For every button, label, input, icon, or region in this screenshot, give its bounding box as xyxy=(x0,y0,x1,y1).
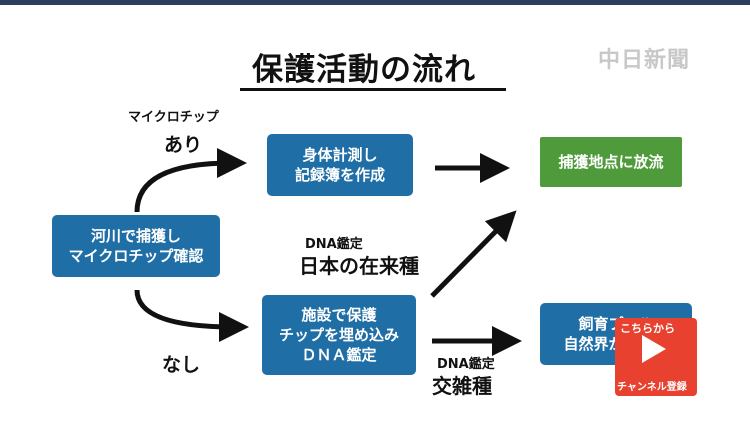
subscribe-button[interactable] xyxy=(615,318,697,396)
box-release-line1: 捕獲地点に放流 xyxy=(558,152,664,171)
box-capture: 河川で捕獲し マイクロチップ確認 xyxy=(52,215,220,277)
arrow-capture-to-measure xyxy=(134,148,247,213)
diagram-title: 保護活動の流れ xyxy=(252,52,476,88)
arrow-protect-to-release xyxy=(430,210,517,298)
label-dna-hybrid: DNA鑑定 xyxy=(437,357,495,372)
box-protect-line3: ＤＮＡ鑑定 xyxy=(301,346,377,365)
box-protect-line1: 施設で保護 xyxy=(301,305,377,324)
subscribe-top-text: こちらから xyxy=(620,322,675,335)
label-dna-native: DNA鑑定 xyxy=(305,237,363,252)
play-icon xyxy=(642,335,666,363)
box-capture-line1: 河川で捕獲し xyxy=(90,226,181,245)
box-capture-line2: マイクロチップ確認 xyxy=(68,247,204,265)
label-yes: あり xyxy=(164,134,203,156)
label-microchip: マイクロチップ xyxy=(128,110,219,125)
top-bar xyxy=(0,0,750,5)
box-protect: 施設で保護 チップを埋め込み ＤＮＡ鑑定 xyxy=(262,295,416,375)
label-no: なし xyxy=(162,354,201,376)
subscribe-bottom-text: チャンネル登録 xyxy=(617,382,687,393)
newspaper-logo: 中日新聞 xyxy=(598,48,691,73)
label-native-species: 日本の在来種 xyxy=(299,254,419,278)
box-measure-line1: 身体計測し xyxy=(302,145,378,164)
title-underline xyxy=(240,88,506,91)
arrow-capture-to-protect xyxy=(134,289,249,342)
box-release: 捕獲地点に放流 xyxy=(540,137,682,187)
label-hybrid-species: 交雑種 xyxy=(432,374,492,398)
box-protect-line2: チップを埋め込み xyxy=(278,325,399,344)
box-measure: 身体計測し 記録簿を作成 xyxy=(267,134,413,196)
box-measure-line2: 記録簿を作成 xyxy=(294,166,385,184)
